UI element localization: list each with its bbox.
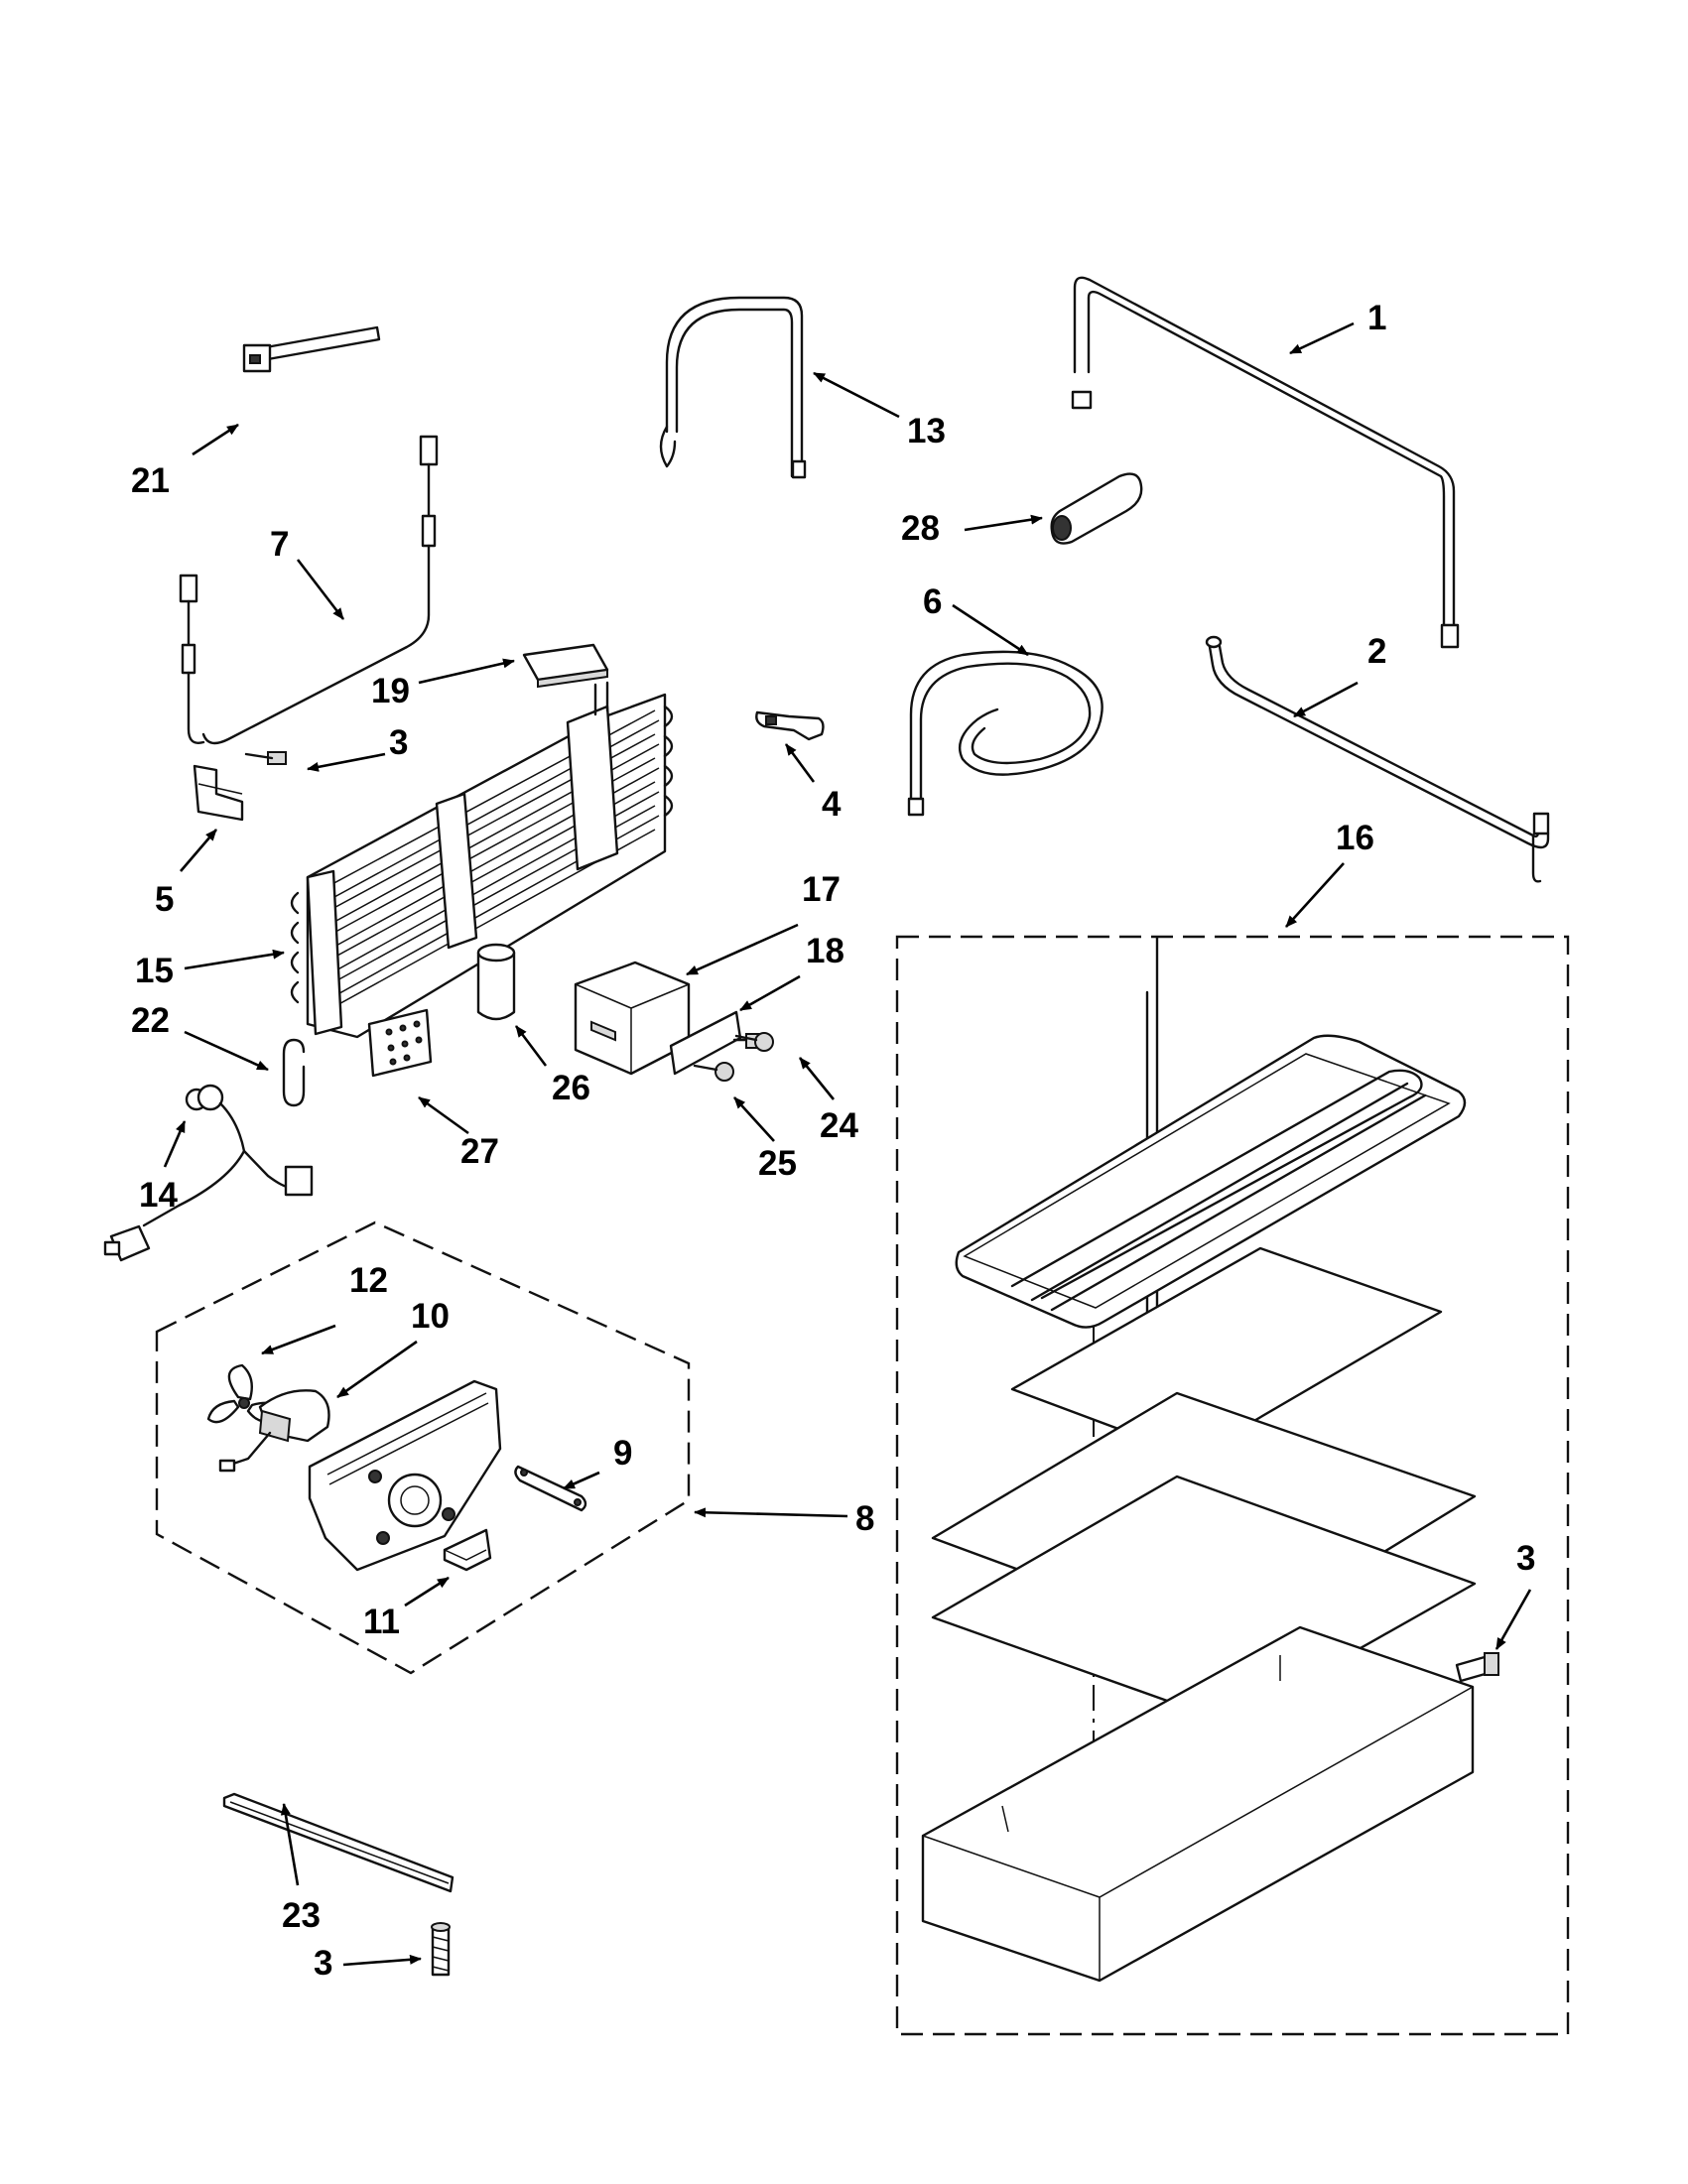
callout-1: 1 xyxy=(1367,299,1386,337)
callout-11: 11 xyxy=(363,1603,400,1641)
callout-26: 26 xyxy=(552,1069,590,1107)
part-27-pad xyxy=(367,1008,433,1078)
callout-27: 27 xyxy=(460,1132,499,1171)
part-22-hook xyxy=(282,1038,306,1107)
callout-21: 21 xyxy=(131,461,170,500)
part-9-bracket xyxy=(514,1465,587,1512)
callout-3: 3 xyxy=(1516,1539,1535,1578)
callout-15: 15 xyxy=(135,952,174,990)
callout-3: 3 xyxy=(314,1944,332,1983)
part-11-clip xyxy=(443,1528,492,1572)
part-3-screw-bottom xyxy=(431,1922,451,1977)
callout-4: 4 xyxy=(822,785,842,824)
callout-labels: 1 2 3 3 3 4 5 6 7 8 9 10 11 12 13 14 15 … xyxy=(131,299,1535,1983)
part-2-tube xyxy=(1205,635,1550,883)
part-5-bracket xyxy=(193,764,244,822)
leader-lines xyxy=(163,321,1532,1967)
part-3-screw xyxy=(244,751,287,765)
part-14-harness xyxy=(103,1084,314,1262)
callout-12: 12 xyxy=(349,1261,388,1300)
callout-16: 16 xyxy=(1336,819,1374,857)
part-21-cable-tie xyxy=(242,325,381,373)
callout-3: 3 xyxy=(389,723,408,762)
part-6-tube xyxy=(907,650,1104,817)
callout-7: 7 xyxy=(270,525,289,564)
callout-5: 5 xyxy=(155,880,174,919)
part-10-motor xyxy=(218,1389,330,1473)
part-24-screw xyxy=(734,1032,774,1052)
callout-17: 17 xyxy=(802,870,841,909)
callout-14: 14 xyxy=(139,1176,178,1215)
part-15-evaporator xyxy=(290,681,674,1039)
callout-19: 19 xyxy=(371,672,410,710)
callout-22: 22 xyxy=(131,1001,170,1040)
callout-6: 6 xyxy=(923,582,942,621)
callout-28: 28 xyxy=(901,509,940,548)
part-25-screw xyxy=(693,1062,734,1082)
callout-8: 8 xyxy=(855,1499,874,1538)
callout-2: 2 xyxy=(1367,632,1386,671)
part-1-tube xyxy=(1071,276,1460,649)
callout-9: 9 xyxy=(613,1434,632,1473)
callout-23: 23 xyxy=(282,1896,321,1935)
part-8-fan-assembly xyxy=(155,1220,691,1675)
callout-10: 10 xyxy=(411,1297,450,1336)
callout-18: 18 xyxy=(806,932,844,970)
part-26-cylinder xyxy=(476,943,516,1021)
callout-25: 25 xyxy=(758,1144,797,1183)
part-4-clip xyxy=(755,710,825,741)
callout-24: 24 xyxy=(820,1106,858,1145)
part-23-rail xyxy=(222,1792,454,1893)
part-28-sleeve xyxy=(1050,472,1143,545)
part-7-wire xyxy=(179,435,439,745)
part-19-pad xyxy=(522,643,609,689)
part-13-tube xyxy=(659,296,807,479)
callout-13: 13 xyxy=(907,412,946,450)
part-16-drain-pan-assembly xyxy=(895,935,1570,2036)
